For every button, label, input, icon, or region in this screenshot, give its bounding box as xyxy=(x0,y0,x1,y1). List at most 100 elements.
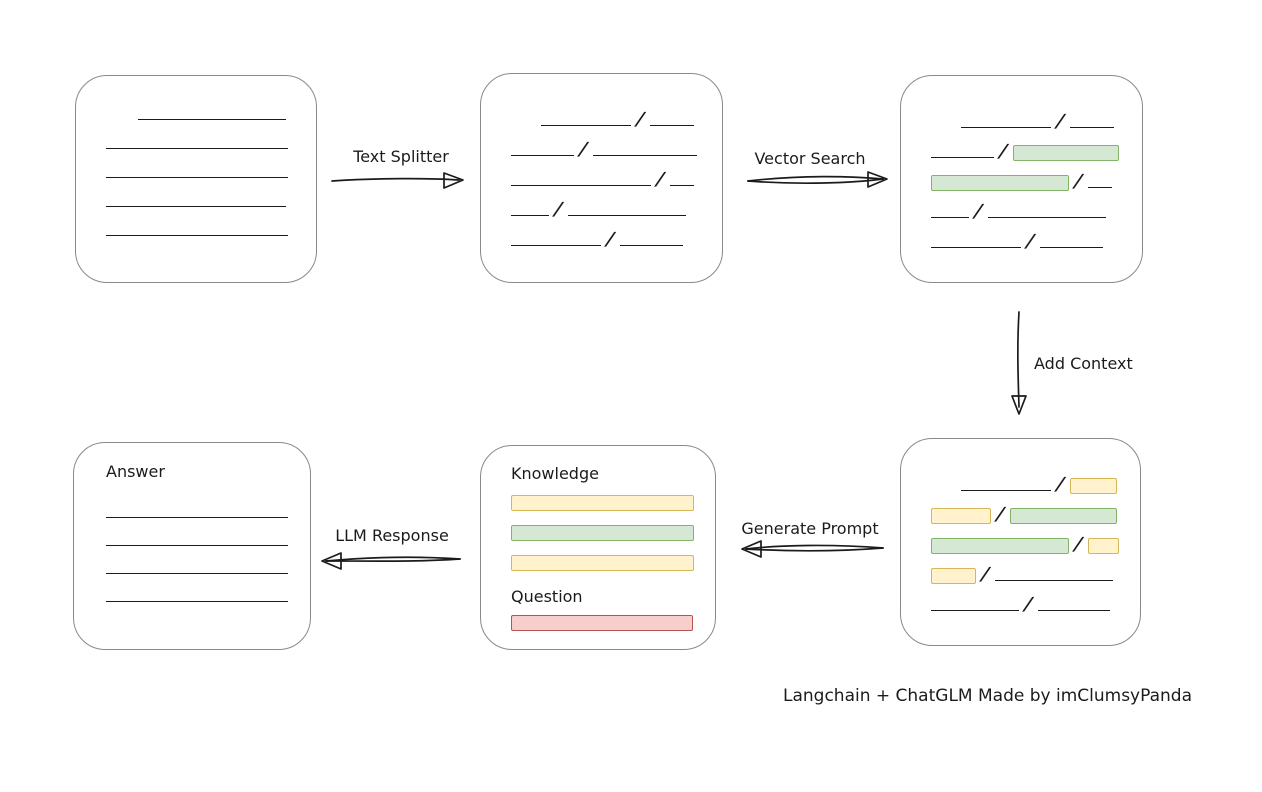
vector-search-arrow xyxy=(747,171,888,188)
slash-separator: / xyxy=(1073,171,1084,192)
text-line xyxy=(106,573,288,574)
text-row: / xyxy=(931,221,1142,252)
text-line xyxy=(138,119,286,120)
yellow-highlight-bar xyxy=(1069,478,1117,494)
split-text-rows: / / / / / xyxy=(481,74,722,250)
text-splitter-arrow xyxy=(331,172,464,189)
text-line xyxy=(106,601,288,602)
green-highlight-bar xyxy=(931,538,1069,554)
text-line xyxy=(511,245,601,246)
slash-separator: / xyxy=(1023,594,1034,615)
question-bars xyxy=(511,615,715,631)
text-line xyxy=(106,177,288,178)
text-row: / xyxy=(511,189,722,220)
text-line xyxy=(931,610,1019,611)
yellow-bar xyxy=(511,555,694,571)
slash-separator: / xyxy=(998,141,1009,162)
slash-separator: / xyxy=(553,199,564,220)
text-row: / xyxy=(511,99,722,130)
text-line xyxy=(567,215,686,216)
generate-prompt-arrow xyxy=(741,540,884,558)
text-line xyxy=(1039,247,1103,248)
slash-separator: / xyxy=(1055,111,1066,132)
search-result-rows: / / / / / xyxy=(901,76,1142,252)
text-row: / xyxy=(931,191,1142,222)
text-line xyxy=(1069,127,1114,128)
text-row: / xyxy=(931,584,1140,615)
text-line xyxy=(961,490,1051,491)
slash-separator: / xyxy=(1073,534,1084,555)
text-row: / xyxy=(511,129,722,160)
text-line xyxy=(669,185,694,186)
add-context-arrow xyxy=(1011,311,1027,415)
text-line xyxy=(987,217,1106,218)
text-row: / xyxy=(931,524,1140,555)
answer-box: Answer xyxy=(73,442,311,650)
text-line xyxy=(592,155,697,156)
text-line xyxy=(106,148,288,149)
text-line xyxy=(994,580,1113,581)
green-highlight-bar xyxy=(1012,145,1119,161)
text-line xyxy=(931,247,1021,248)
split-text-box: / / / / / xyxy=(480,73,723,283)
text-row: / xyxy=(931,131,1142,162)
slash-separator: / xyxy=(578,139,589,160)
red-bar xyxy=(511,615,693,631)
text-line xyxy=(619,245,683,246)
slash-separator: / xyxy=(980,564,991,585)
text-line xyxy=(106,545,288,546)
knowledge-bars xyxy=(511,495,715,571)
yellow-highlight-bar xyxy=(931,508,991,524)
text-line xyxy=(649,125,694,126)
llm-response-arrow xyxy=(321,552,461,570)
text-row: / xyxy=(511,159,722,190)
knowledge-label: Knowledge xyxy=(511,464,599,483)
yellow-bar xyxy=(511,495,694,511)
answer-lines xyxy=(106,517,310,602)
yellow-highlight-bar xyxy=(931,568,976,584)
yellow-highlight-bar xyxy=(1087,538,1119,554)
answer-label: Answer xyxy=(106,462,165,481)
text-row: / xyxy=(931,101,1142,132)
text-row: / xyxy=(511,219,722,250)
arrow-label-add-context: Add Context xyxy=(1034,354,1133,373)
caption: Langchain + ChatGLM Made by imClumsyPand… xyxy=(783,686,1192,706)
text-line xyxy=(931,157,994,158)
prompt-box: Knowledge Question xyxy=(480,445,716,650)
slash-separator: / xyxy=(635,109,646,130)
text-line xyxy=(106,206,286,207)
text-line xyxy=(961,127,1051,128)
slash-separator: / xyxy=(1025,231,1036,252)
text-line xyxy=(511,215,549,216)
text-line xyxy=(511,155,574,156)
context-box: / / / / / xyxy=(900,438,1141,646)
text-row: / xyxy=(931,464,1140,495)
context-rows: / / / / / xyxy=(901,439,1140,615)
slash-separator: / xyxy=(995,504,1006,525)
slash-separator: / xyxy=(1055,474,1066,495)
text-line xyxy=(1087,187,1112,188)
slash-separator: / xyxy=(655,169,666,190)
arrow-label-generate-prompt: Generate Prompt xyxy=(741,519,879,538)
slash-separator: / xyxy=(973,201,984,222)
text-line xyxy=(931,217,969,218)
arrow-label-vector-search: Vector Search xyxy=(754,149,866,168)
arrow-label-llm-response: LLM Response xyxy=(335,526,449,545)
green-highlight-bar xyxy=(931,175,1069,191)
green-highlight-bar xyxy=(1009,508,1117,524)
green-bar xyxy=(511,525,694,541)
text-line xyxy=(541,125,631,126)
text-line xyxy=(106,517,288,518)
text-row: / xyxy=(931,554,1140,585)
question-label: Question xyxy=(511,587,583,606)
text-line xyxy=(1037,610,1110,611)
document-box xyxy=(75,75,317,283)
document-lines xyxy=(76,76,316,236)
text-row: / xyxy=(931,494,1140,525)
vector-search-result-box: / / / / / xyxy=(900,75,1143,283)
slash-separator: / xyxy=(605,229,616,250)
arrow-label-text-splitter: Text Splitter xyxy=(353,147,449,166)
text-line xyxy=(106,235,288,236)
text-row: / xyxy=(931,161,1142,192)
